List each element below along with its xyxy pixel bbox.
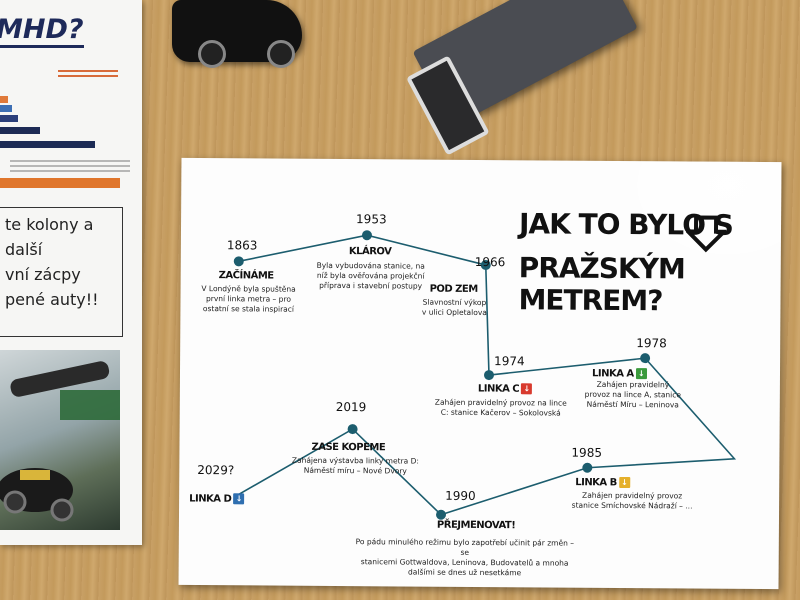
milestone-description: Zahájen pravidelný provoz na lince C: st… bbox=[434, 397, 567, 418]
timeline-node bbox=[582, 462, 593, 473]
year-label: 1966 bbox=[474, 254, 506, 270]
year-label: 1985 bbox=[571, 445, 603, 460]
fuel-nozzle-photo bbox=[0, 350, 120, 530]
milestone-description: Zahájena výstavba linky metra D: Náměstí… bbox=[291, 455, 419, 476]
milestone-description: Byla vybudována stanice, na níž byla ově… bbox=[316, 260, 425, 291]
chart-bar bbox=[0, 127, 40, 134]
car-wheel bbox=[267, 40, 295, 68]
chart-bar bbox=[0, 105, 12, 112]
year-label: 1863 bbox=[226, 238, 258, 253]
arrow-down-icon bbox=[685, 215, 727, 253]
timeline-node bbox=[483, 370, 495, 381]
milestone-heading: ZASE KOPEME bbox=[311, 441, 386, 454]
chart-bar bbox=[0, 96, 8, 103]
year-label: 1978 bbox=[636, 336, 667, 351]
milestone-heading-line-b: LINKA B↓ bbox=[575, 476, 630, 489]
textbox-line: te kolony a další bbox=[5, 215, 94, 259]
milestone-heading-line-d: LINKA D↓ bbox=[189, 493, 245, 505]
chart-caption-decoration bbox=[58, 70, 118, 77]
line-a-icon: ↓ bbox=[635, 368, 647, 380]
footnote-line bbox=[10, 160, 130, 162]
milestone-description: Slavnostní výkop v ulici Opletalova bbox=[421, 297, 487, 318]
line-b-icon: ↓ bbox=[618, 476, 630, 489]
chart-bar bbox=[0, 115, 18, 122]
left-poster-title: MHD? bbox=[0, 14, 84, 48]
textbox-line: vní zácpy bbox=[5, 265, 81, 284]
left-poster: MHD? te kolony a další vní zácpy pené au… bbox=[0, 0, 142, 545]
milestone-heading-text: LINKA D bbox=[189, 493, 232, 505]
milestone-heading: KLÁROV bbox=[348, 246, 392, 258]
orange-strip bbox=[0, 178, 120, 188]
car-wheel bbox=[198, 40, 226, 68]
year-label: 1953 bbox=[356, 212, 387, 227]
metro-timeline-poster: JAK TO BYLO S PRAŽSKÝM METREM? 1863 ZAČÍ… bbox=[178, 157, 782, 590]
milestone-heading: POD ZEM bbox=[429, 283, 478, 295]
timeline-node bbox=[435, 509, 447, 520]
poster-title-line2: PRAŽSKÝM METREM? bbox=[518, 251, 685, 318]
year-label: 2029? bbox=[197, 463, 235, 478]
milestone-description: Zahájen pravidelný provoz na lince A, st… bbox=[584, 379, 682, 410]
timeline-node bbox=[233, 256, 244, 267]
fuel-photo-art bbox=[0, 361, 120, 522]
year-label: 1974 bbox=[494, 354, 525, 369]
line-d-icon: ↓ bbox=[233, 493, 245, 505]
milestone-description: Zahájen pravidelný provoz stanice Smícho… bbox=[571, 490, 693, 511]
milestone-heading-text: LINKA C bbox=[477, 383, 520, 395]
milestone-heading-line-c: LINKA C↓ bbox=[477, 383, 533, 395]
timeline-line bbox=[236, 234, 737, 516]
chart-bar bbox=[0, 141, 95, 148]
toy-car bbox=[172, 0, 302, 68]
milestone-heading-text: LINKA B bbox=[575, 477, 617, 489]
footnote-line bbox=[10, 165, 130, 167]
line-c-icon: ↓ bbox=[521, 383, 533, 395]
textbox-line: pené auty!! bbox=[5, 290, 99, 309]
year-label: 1990 bbox=[445, 488, 476, 503]
milestone-heading: ZAČÍNÁME bbox=[218, 270, 274, 282]
milestone-heading: PŘEJMENOVAT! bbox=[436, 519, 516, 532]
year-label: 2019 bbox=[335, 399, 367, 415]
timeline-node bbox=[347, 424, 358, 435]
timeline-node bbox=[640, 353, 651, 364]
timeline-node bbox=[361, 230, 372, 241]
milestone-description: V Londýně byla spuštěna první linka metr… bbox=[201, 284, 296, 314]
left-poster-textbox: te kolony a další vní zácpy pené auty!! bbox=[0, 207, 123, 337]
milestone-description: Po pádu minulého režimu bylo zapotřebí u… bbox=[355, 537, 575, 578]
footnote-line bbox=[10, 170, 130, 172]
milestone-heading-text: LINKA A bbox=[591, 368, 634, 380]
milestone-heading-line-a: LINKA A↓ bbox=[592, 368, 647, 380]
